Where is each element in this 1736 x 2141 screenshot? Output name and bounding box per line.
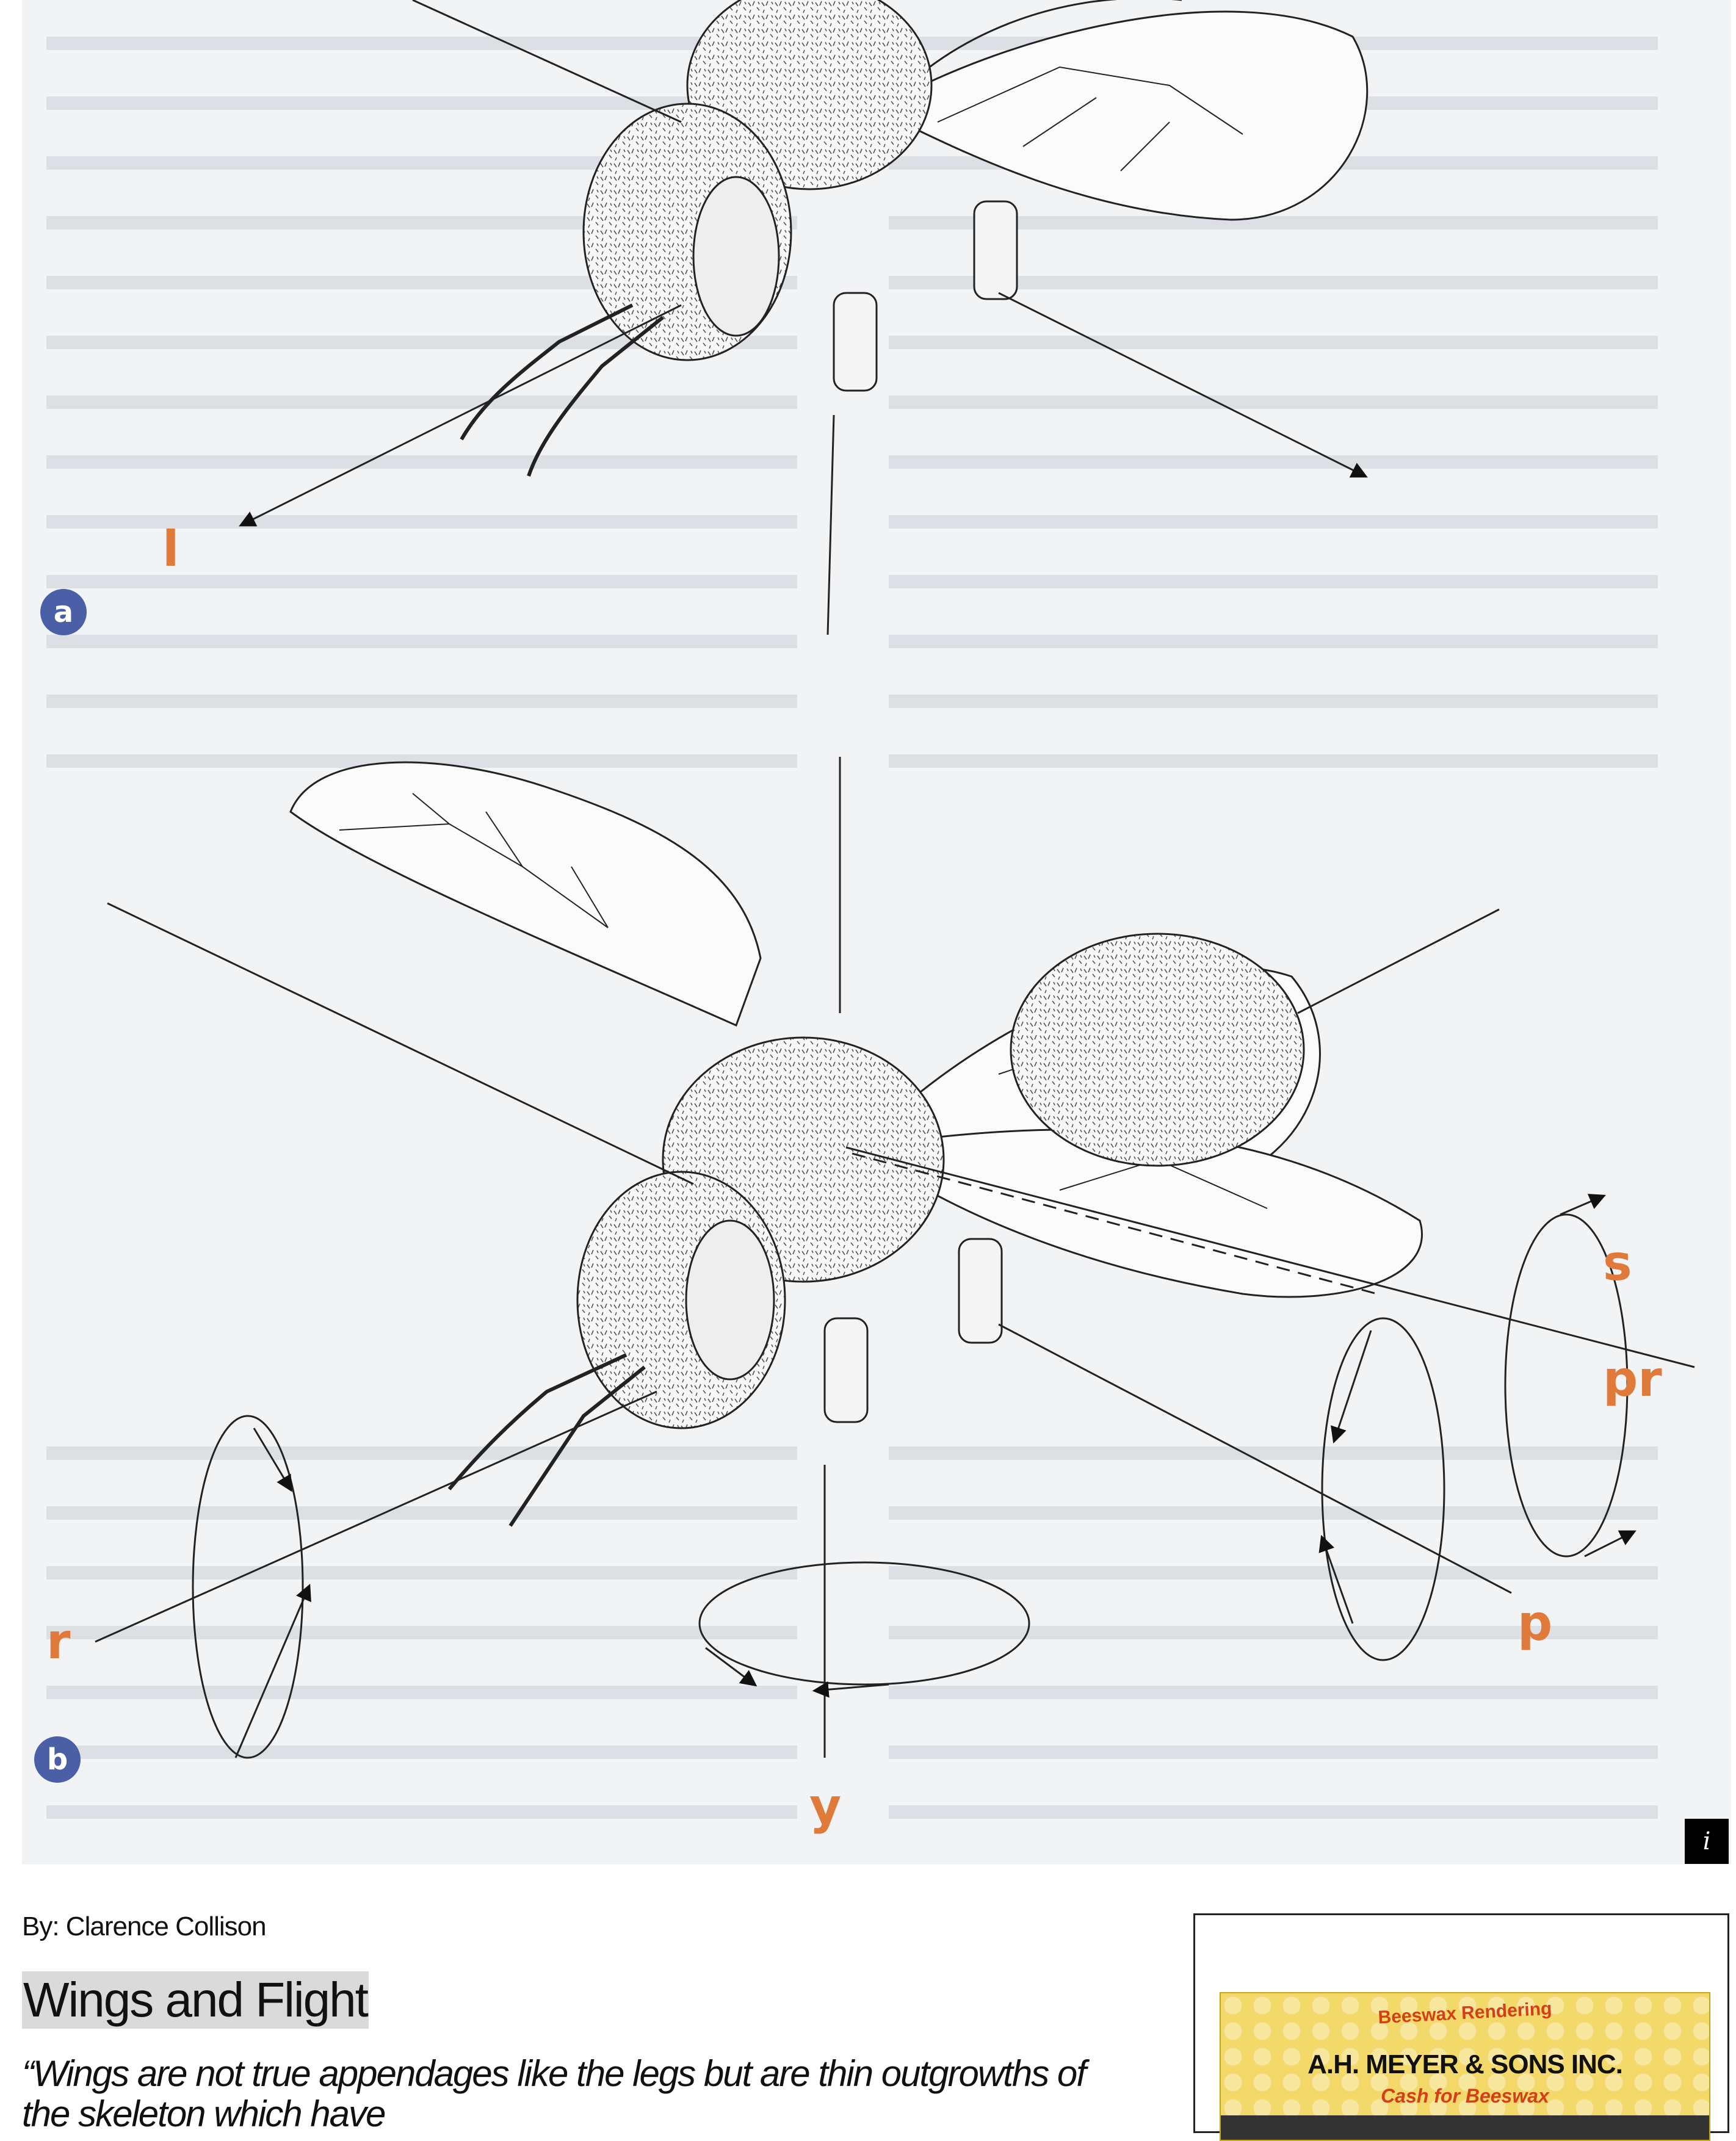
panel-badge-a: a <box>40 589 87 635</box>
ad-offer: Cash for Beeswax <box>1221 2085 1709 2107</box>
axis-label-s: s <box>1603 1239 1632 1288</box>
sidebar-advertisement[interactable]: Beeswax Rendering A.H. MEYER & SONS INC.… <box>1193 1913 1729 2133</box>
bee-illustration-top <box>242 0 1367 635</box>
axis-label-r: r <box>46 1617 70 1666</box>
ad-company-name: A.H. MEYER & SONS INC. <box>1221 2049 1709 2080</box>
article-pull-quote: “Wings are not true appendages like the … <box>22 2054 1133 2134</box>
article-title: Wings and Flight <box>22 1971 369 2029</box>
hero-figure: l s pr p r y a b <box>22 0 1731 1865</box>
axis-label-p: p <box>1517 1599 1552 1648</box>
ad-photo-strip <box>1221 2115 1709 2140</box>
ad-banner-image[interactable]: Beeswax Rendering A.H. MEYER & SONS INC.… <box>1220 1992 1710 2141</box>
bee-flight-axes-diagram <box>22 0 1731 1865</box>
bee-illustration-bottom <box>95 757 1694 1758</box>
image-info-button[interactable]: i <box>1685 1819 1729 1864</box>
axis-label-pr: pr <box>1603 1355 1662 1404</box>
panel-badge-b: b <box>34 1736 81 1783</box>
axis-label-l: l <box>162 525 179 574</box>
axis-label-y: y <box>809 1782 841 1831</box>
author-byline: By: Clarence Collison <box>22 1912 266 1942</box>
